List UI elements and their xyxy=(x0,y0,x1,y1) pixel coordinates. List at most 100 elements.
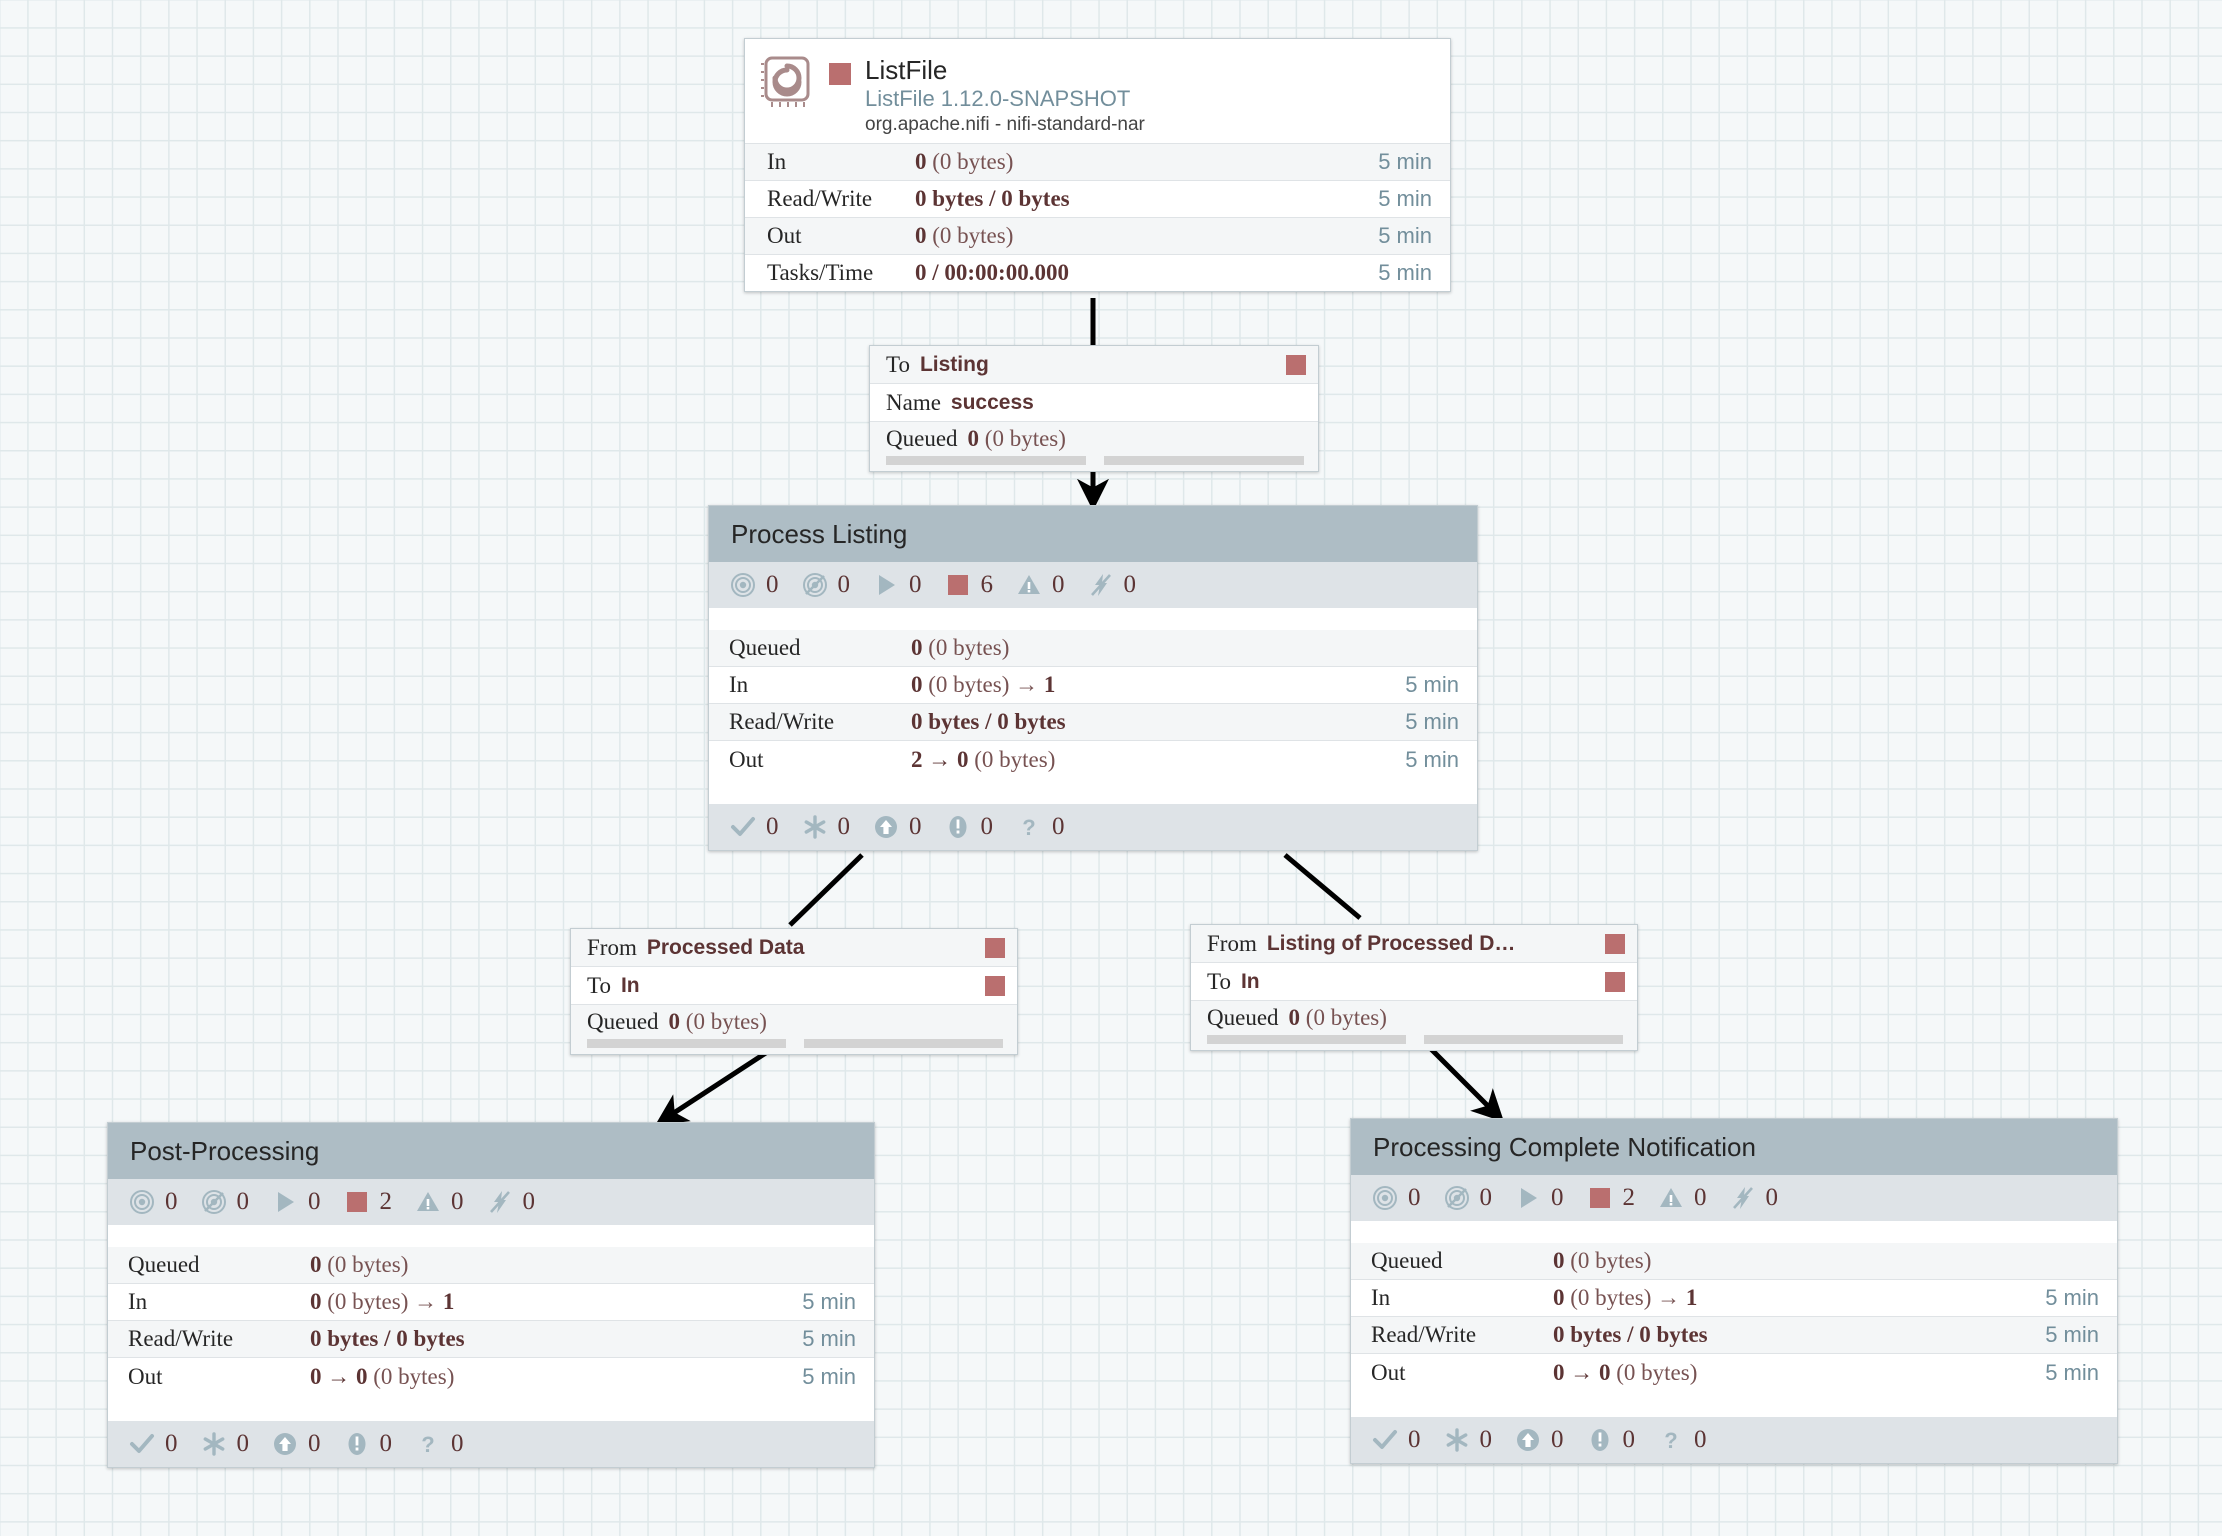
connection-queued-value: 0 (0 bytes) xyxy=(967,426,1066,451)
status-count: 0 xyxy=(1765,1184,1779,1211)
status-up-to-date[interactable]: 0 xyxy=(128,1430,178,1458)
connection-queued-label: Queued xyxy=(1207,1005,1279,1030)
status-up-to-date[interactable]: 0 xyxy=(729,813,779,841)
stat-label: In xyxy=(128,1289,148,1314)
stat-value: 0 (0 bytes) → 1 xyxy=(310,1289,455,1314)
status-running[interactable]: 0 xyxy=(872,571,922,599)
stale-icon xyxy=(271,1430,299,1458)
connection-row-value: Listing of Processed D… xyxy=(1266,931,1516,955)
status-transmitting[interactable]: 0 xyxy=(1371,1184,1421,1212)
status-sync-unknown[interactable]: ? 0 xyxy=(414,1430,463,1458)
status-up-to-date[interactable]: 0 xyxy=(1371,1426,1421,1454)
not-transmitting-icon xyxy=(200,1188,228,1216)
status-running[interactable]: 0 xyxy=(1514,1184,1564,1212)
stale-icon xyxy=(1514,1426,1542,1454)
status-invalid[interactable]: 0 xyxy=(1015,571,1065,599)
status-count: 0 xyxy=(766,813,779,840)
status-count: 0 xyxy=(1052,813,1065,840)
stat-time: 5 min xyxy=(802,1326,856,1351)
status-stale[interactable]: 0 xyxy=(1514,1426,1564,1454)
stat-label: Out xyxy=(729,746,764,772)
status-count: 0 xyxy=(1551,1426,1564,1453)
connection-listfile-to-listing[interactable]: To Listing Name success Queued 0 (0 byte… xyxy=(869,345,1319,472)
invalid-icon xyxy=(1015,571,1043,599)
status-not-transmitting[interactable]: 0 xyxy=(200,1188,249,1216)
status-disabled[interactable]: 0 xyxy=(486,1188,535,1216)
status-sync-failure[interactable]: 0 xyxy=(1586,1426,1635,1454)
stat-time: 5 min xyxy=(1405,672,1459,697)
connector-listing-to-processing-complete xyxy=(1422,1040,1505,1123)
stat-label: Out xyxy=(128,1363,163,1389)
status-disabled[interactable]: 0 xyxy=(1087,571,1136,599)
stat-label: Read/Write xyxy=(128,1326,234,1351)
status-not-transmitting[interactable]: 0 xyxy=(801,571,851,599)
processor-listfile[interactable]: ListFile ListFile 1.12.0-SNAPSHOT org.ap… xyxy=(744,38,1451,292)
status-sync-unknown[interactable]: ? 0 xyxy=(1015,813,1065,841)
status-stale[interactable]: 0 xyxy=(872,813,922,841)
process-group-post-processing[interactable]: Post-Processing 0 0 0 xyxy=(107,1122,875,1468)
status-stopped[interactable]: 6 xyxy=(944,571,993,599)
stat-value: 0 / 00:00:00.000 xyxy=(915,260,1069,285)
status-locally-modified[interactable]: 0 xyxy=(200,1430,249,1458)
stat-value: 0 bytes / 0 bytes xyxy=(915,186,1070,211)
connection-processed-data-to-in[interactable]: From Processed Data To In Queued 0 (0 by… xyxy=(570,928,1018,1055)
process-group-processing-complete-notification[interactable]: Processing Complete Notification 0 0 0 xyxy=(1350,1118,2118,1464)
stopped-icon xyxy=(1586,1184,1614,1212)
connection-row-value: Listing xyxy=(919,352,989,376)
stat-label: In xyxy=(729,672,749,697)
stat-time: 5 min xyxy=(1378,186,1432,211)
status-count: 0 xyxy=(165,1430,178,1457)
stat-value: 0 (0 bytes) xyxy=(310,1252,409,1277)
status-sync-unknown[interactable]: ? 0 xyxy=(1657,1426,1706,1454)
queue-size-bar xyxy=(804,1039,1003,1048)
run-status-stopped-icon[interactable] xyxy=(829,63,851,85)
stat-time: 5 min xyxy=(2045,1322,2099,1347)
status-stale[interactable]: 0 xyxy=(271,1430,321,1458)
stopped-icon xyxy=(944,571,972,599)
queue-size-bar xyxy=(1424,1035,1623,1044)
connector-processed-data-to-post-processing xyxy=(655,1042,780,1126)
stat-label: In xyxy=(767,149,787,174)
status-sync-failure[interactable]: 0 xyxy=(343,1430,392,1458)
connection-row-key: From xyxy=(1207,930,1257,956)
status-count: 0 xyxy=(909,813,922,840)
group-stat-row: Read/Write 0 bytes / 0 bytes 5 min xyxy=(108,1321,874,1358)
stat-label: Tasks/Time xyxy=(767,260,874,285)
status-invalid[interactable]: 0 xyxy=(1657,1184,1707,1212)
status-invalid[interactable]: 0 xyxy=(414,1188,464,1216)
status-stopped[interactable]: 2 xyxy=(343,1188,392,1216)
stat-value: 0 (0 bytes) → 1 xyxy=(1553,1285,1698,1310)
group-stat-row: Queued 0 (0 bytes) xyxy=(108,1247,874,1284)
connection-row-queued: Queued 0 (0 bytes) xyxy=(571,1005,1017,1039)
status-transmitting[interactable]: 0 xyxy=(128,1188,178,1216)
status-locally-modified[interactable]: 0 xyxy=(801,813,850,841)
up-to-date-icon xyxy=(1371,1426,1399,1454)
connection-row-to: To In xyxy=(1191,963,1637,1001)
connection-listing-of-processed-to-in[interactable]: From Listing of Processed D… To In Queue… xyxy=(1190,924,1638,1051)
processor-bundle: org.apache.nifi - nifi-standard-nar xyxy=(865,114,1145,135)
process-group-process-listing[interactable]: Process Listing 0 0 0 xyxy=(708,505,1478,851)
status-sync-failure[interactable]: 0 xyxy=(944,813,993,841)
status-not-transmitting[interactable]: 0 xyxy=(1443,1184,1492,1212)
status-count: 0 xyxy=(837,571,851,598)
locally-modified-icon xyxy=(801,813,829,841)
connection-row-value: success xyxy=(950,390,1034,414)
status-transmitting[interactable]: 0 xyxy=(729,571,779,599)
status-disabled[interactable]: 0 xyxy=(1729,1184,1779,1212)
queue-count-bar xyxy=(886,456,1086,465)
disabled-icon xyxy=(1087,571,1115,599)
group-status-bar-top: 0 0 0 6 xyxy=(709,562,1477,608)
status-locally-modified[interactable]: 0 xyxy=(1443,1426,1492,1454)
stat-label: Queued xyxy=(128,1252,200,1277)
connection-queue-bars xyxy=(870,456,1318,471)
status-stopped[interactable]: 2 xyxy=(1586,1184,1635,1212)
svg-text:?: ? xyxy=(421,1432,434,1457)
connection-row-from: From Listing of Processed D… xyxy=(1191,925,1637,963)
stat-time: 5 min xyxy=(802,1289,856,1314)
status-running[interactable]: 0 xyxy=(271,1188,321,1216)
stopped-icon xyxy=(343,1188,371,1216)
up-to-date-icon xyxy=(729,813,757,841)
group-spacer xyxy=(108,1225,874,1247)
transmitting-icon xyxy=(128,1188,156,1216)
